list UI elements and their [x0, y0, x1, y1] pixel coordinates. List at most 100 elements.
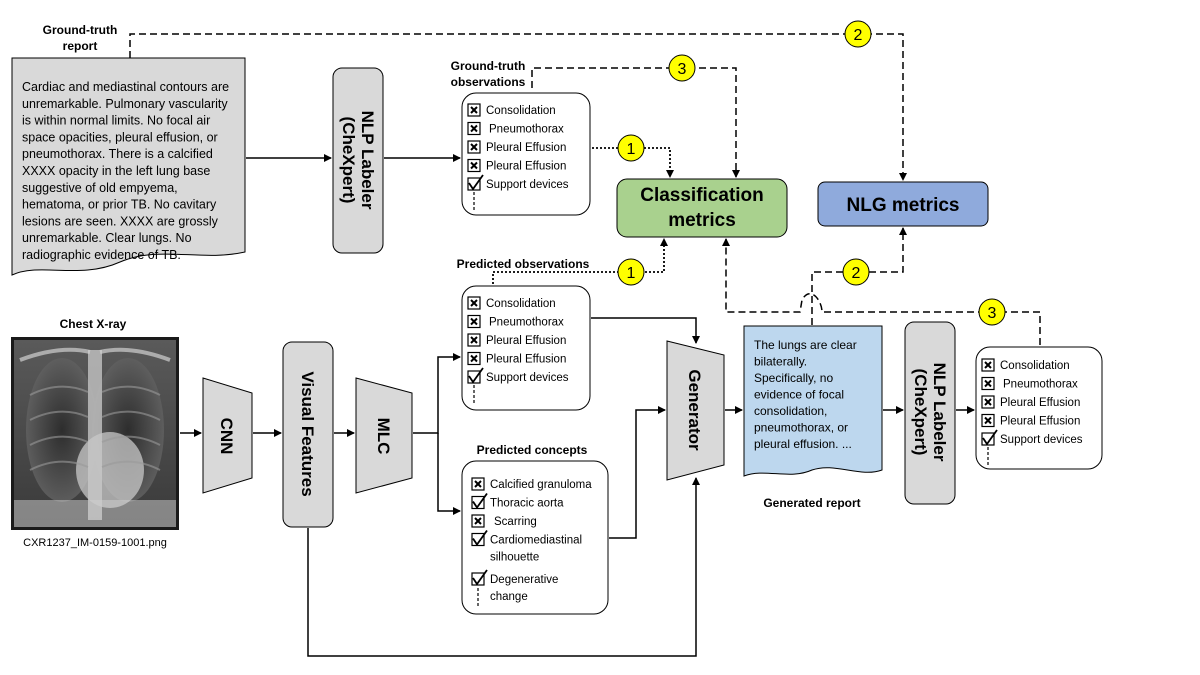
- svg-text:1: 1: [627, 141, 636, 158]
- x-checkbox-icon: [471, 514, 485, 528]
- observation-label: Consolidation: [486, 298, 556, 310]
- observation-label: Pleural Effusion: [486, 142, 566, 154]
- report-line: suggestive of old empyema,: [22, 181, 178, 195]
- ground-truth-report-box: [11, 57, 246, 276]
- classification-metrics-box: [616, 178, 788, 238]
- gt-report-title-line1: Ground-truth: [43, 23, 118, 37]
- arrow-mlc-to-pred-obs: [413, 353, 461, 434]
- svg-text:3: 3: [678, 61, 687, 78]
- generated-observations-box: [975, 346, 1103, 470]
- x-checkbox-icon: [467, 296, 481, 310]
- observation-label: Pneumothorax: [489, 124, 564, 136]
- report-line: space opacities, pleural effusion, or: [22, 130, 218, 144]
- x-checkbox-icon: [467, 140, 481, 154]
- observation-label: Support devices: [486, 179, 569, 191]
- x-checkbox-icon: [467, 158, 481, 173]
- observation-label: Pleural Effusion: [486, 335, 566, 347]
- concept-label: Scarring: [494, 516, 537, 528]
- mlc-block: [355, 377, 413, 494]
- arrow-visual-to-generator-bottom: [307, 477, 700, 657]
- observation-label: Pleural Effusion: [486, 161, 566, 173]
- svg-text:3: 3: [988, 305, 997, 322]
- dash-gt-obs-to-classification: [531, 67, 740, 178]
- dash-gen-obs-to-classification: [722, 238, 1041, 345]
- x-checkbox-icon: [467, 351, 481, 366]
- gt-observations-title-line2: observations: [451, 75, 526, 89]
- report-line: hematoma, or prior TB. No cavitary: [22, 198, 217, 212]
- x-checkbox-icon: [467, 333, 481, 347]
- x-checkbox-icon: [467, 121, 481, 136]
- visual-features-box: [282, 341, 334, 528]
- nlg-metrics-label: NLG metrics: [847, 195, 960, 216]
- generator-block: [666, 340, 725, 481]
- concept-label: Thoracic aorta: [490, 498, 564, 510]
- arrow-pred-obs-to-generator: [591, 317, 700, 344]
- badge-3-top: 3: [668, 54, 696, 82]
- svg-text:2: 2: [854, 27, 863, 44]
- badge-2-mid: 2: [842, 258, 870, 286]
- predicted-concepts-box: [461, 460, 609, 615]
- generated-report-line: consolidation,: [754, 404, 827, 418]
- observation-label: Consolidation: [486, 105, 556, 117]
- arrow-mlc-to-concepts: [437, 433, 461, 515]
- generated-report-line: pneumothorax, or: [754, 421, 848, 435]
- nlp-labeler-top-box: [332, 67, 384, 254]
- ground-truth-report-text: Cardiac and mediastinal contours are unre…: [22, 80, 229, 262]
- x-checkbox-icon: [471, 477, 485, 491]
- concept-label: Calcified granuloma: [490, 479, 592, 491]
- mlc-label: MLC: [374, 418, 393, 455]
- observation-label: Pleural Effusion: [1000, 397, 1080, 409]
- checkmark-icon: [467, 174, 484, 191]
- visual-features-label: Visual Features: [298, 371, 317, 496]
- chest-xray-image: [11, 337, 179, 530]
- chest-xray-title: Chest X-ray: [60, 317, 127, 331]
- report-line: radiographic evidence of TB.: [22, 248, 181, 262]
- report-line: unremarkable. Pulmonary vascularity: [22, 97, 228, 111]
- solid-connectors: [180, 154, 975, 657]
- cnn-block: [202, 377, 253, 494]
- cnn-label: CNN: [217, 418, 236, 455]
- observation-label: Pleural Effusion: [1000, 416, 1080, 428]
- checkmark-icon: [471, 492, 488, 510]
- generated-report-caption: Generated report: [763, 496, 860, 510]
- svg-text:2: 2: [852, 265, 861, 282]
- predicted-observations-title: Predicted observations: [457, 257, 590, 271]
- concept-label: Cardiomediastinal: [490, 535, 582, 547]
- dash-gen-report-to-nlg: [811, 227, 907, 325]
- chest-xray-filename: CXR1237_IM-0159-1001.png: [23, 537, 167, 549]
- badge-1-pred: 1: [617, 258, 645, 286]
- checkmark-icon: [471, 529, 488, 547]
- generated-report-line: Specifically, no: [754, 371, 833, 385]
- concept-label: Degenerative: [490, 574, 558, 586]
- generated-report-line: pleural effusion. ...: [754, 437, 852, 451]
- observation-label: Pneumothorax: [489, 317, 564, 329]
- generated-report-line: evidence of focal: [754, 388, 844, 402]
- generated-report-box: [743, 325, 883, 477]
- nlp-labeler-top-line1: NLP Labeler: [358, 111, 377, 210]
- badge-1-gt: 1: [617, 134, 645, 162]
- checkmark-icon: [981, 429, 998, 446]
- report-line: Cardiac and mediastinal contours are: [22, 80, 229, 94]
- nlp-labeler-right-line1: NLP Labeler: [930, 363, 949, 462]
- generated-report-line: bilaterally.: [754, 355, 807, 369]
- badge-3-right: 3: [978, 298, 1006, 326]
- checkmark-icon: [471, 569, 488, 586]
- nlp-labeler-right-line2: (CheXpert): [911, 369, 930, 456]
- report-line: XXXX opacity in the left lung base: [22, 164, 210, 178]
- observation-label: Pleural Effusion: [486, 354, 566, 366]
- gt-report-title-line2: report: [63, 39, 98, 53]
- generated-report-line: The lungs are clear: [754, 338, 857, 352]
- x-checkbox-icon: [467, 103, 481, 117]
- generator-label: Generator: [685, 369, 704, 451]
- dashed-connectors: [129, 33, 1041, 345]
- gt-observations-title-line1: Ground-truth: [451, 59, 526, 73]
- concept-label: change: [490, 591, 528, 603]
- generated-report-text: The lungs are clear bilaterally. Specifica…: [754, 338, 857, 451]
- classification-metrics-line2: metrics: [668, 210, 736, 231]
- x-checkbox-icon: [467, 314, 481, 329]
- observation-label: Pneumothorax: [1003, 379, 1078, 391]
